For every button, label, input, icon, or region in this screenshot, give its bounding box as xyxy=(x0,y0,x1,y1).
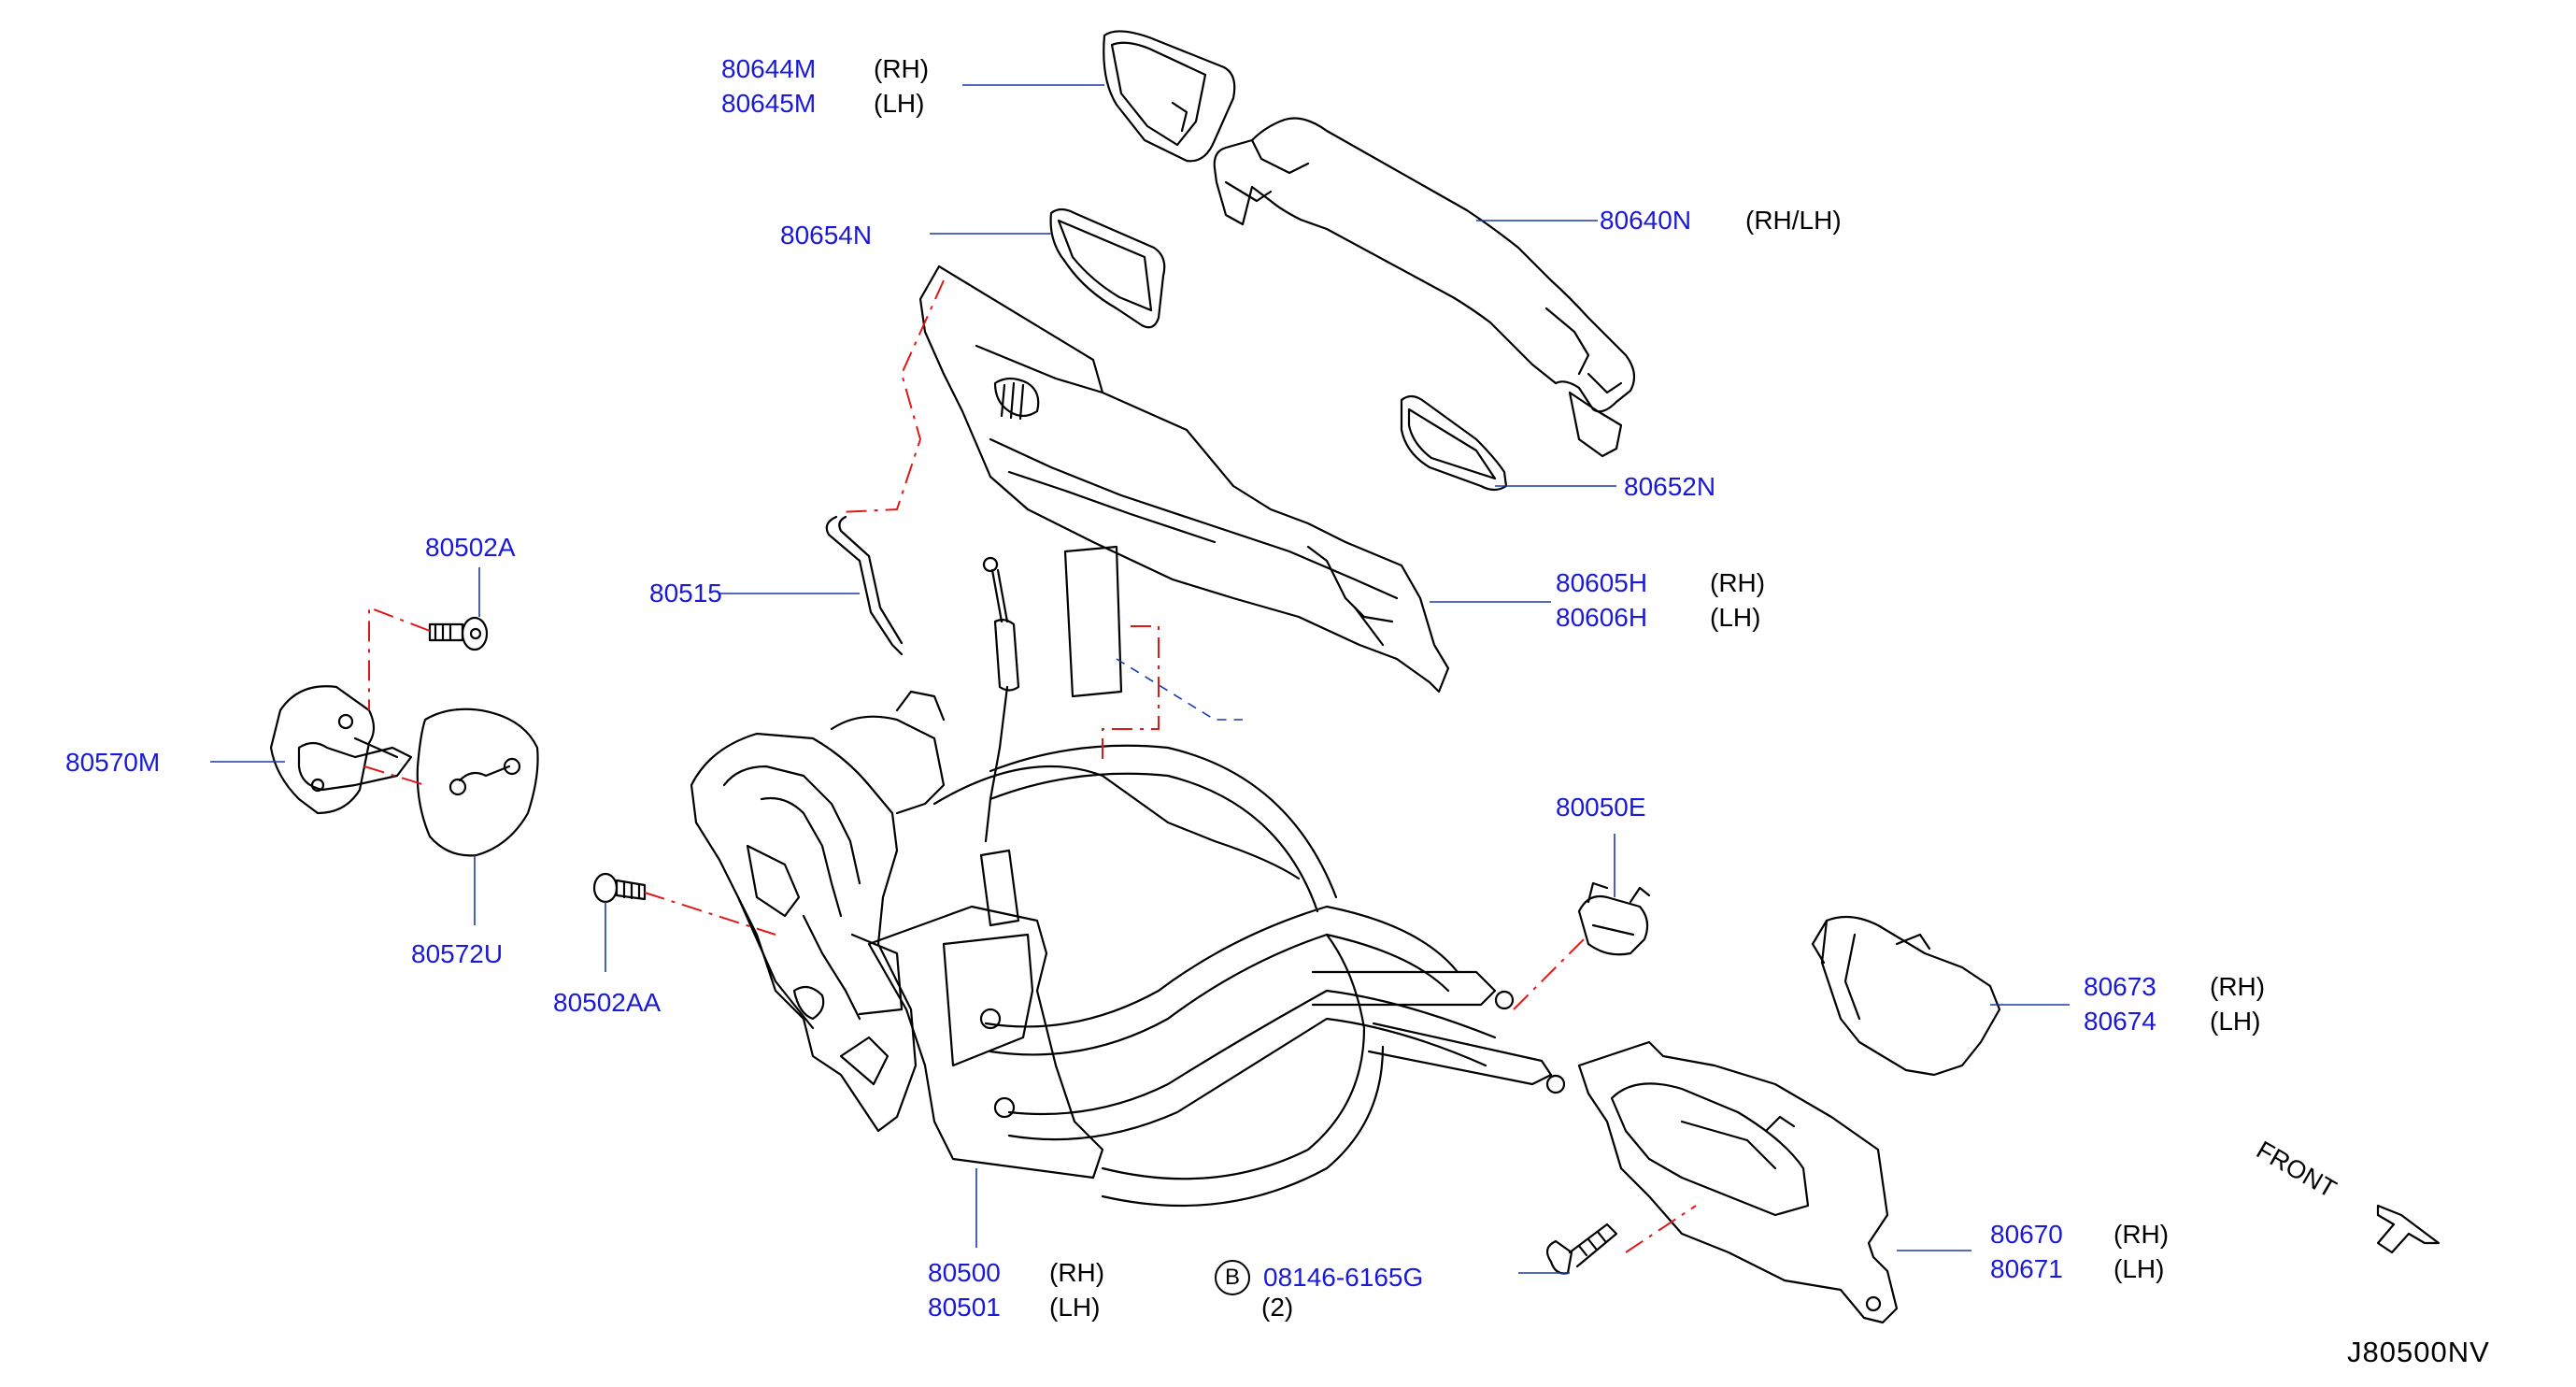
part-label-80640n[interactable]: 80640N xyxy=(1600,206,1692,235)
lock-cables xyxy=(932,744,1566,1208)
part-label-80652n[interactable]: 80652N xyxy=(1624,472,1716,501)
part-label-80502a[interactable]: 80502A xyxy=(425,533,516,562)
bolt-marker-b: B xyxy=(1215,1260,1250,1295)
part-label-80654n[interactable]: 80654N xyxy=(780,221,873,250)
part-label-80501[interactable]: 80501 xyxy=(928,1293,1001,1322)
lock-protector xyxy=(867,849,1104,1180)
lock-screw xyxy=(592,872,647,904)
part-label-80605h[interactable]: 80605H xyxy=(1556,568,1648,597)
part-label-08146-6165g[interactable]: 08146-6165G xyxy=(1263,1263,1424,1292)
qualifier-rh: (RH) xyxy=(1049,1258,1105,1287)
handle-escutcheon-cover xyxy=(1103,30,1236,163)
qualifier-lh: (LH) xyxy=(1049,1293,1101,1322)
part-label-80671[interactable]: 80671 xyxy=(1990,1254,2063,1283)
leader-lines xyxy=(210,84,2070,1274)
assembly-guide-lines xyxy=(363,279,1697,1253)
part-label-80515[interactable]: 80515 xyxy=(649,579,722,608)
inside-handle-bolt xyxy=(1545,1223,1618,1275)
rear-handle-gasket xyxy=(1400,394,1508,492)
outside-door-handle xyxy=(1213,117,1636,458)
striker-screw xyxy=(428,616,489,651)
part-label-80050e[interactable]: 80050E xyxy=(1556,793,1646,822)
outside-handle-bracket xyxy=(918,265,1450,694)
qualifier-rh-lh: (RH/LH) xyxy=(1745,206,1842,235)
front-handle-gasket xyxy=(1049,207,1166,329)
qualifier-rh: (RH) xyxy=(2210,972,2266,1001)
diagram-code: J80500NV xyxy=(2347,1336,2490,1368)
part-label-80645m[interactable]: 80645M xyxy=(721,89,817,118)
part-label-80500[interactable]: 80500 xyxy=(928,1258,1001,1287)
part-label-80606h[interactable]: 80606H xyxy=(1556,603,1648,632)
part-label-80670[interactable]: 80670 xyxy=(1990,1220,2063,1249)
part-label-80644m[interactable]: 80644M xyxy=(721,54,817,83)
qualifier-lh: (LH) xyxy=(2113,1254,2165,1283)
qualifier-rh: (RH) xyxy=(1710,568,1766,597)
part-label-80502aa[interactable]: 80502AA xyxy=(553,988,662,1017)
part-label-80673[interactable]: 80673 xyxy=(2084,972,2156,1001)
inside-handle-escutcheon xyxy=(1811,915,2001,1077)
part-label-80674[interactable]: 80674 xyxy=(2084,1007,2156,1036)
qualifier-lh: (LH) xyxy=(2210,1007,2261,1036)
handle-rod xyxy=(825,515,904,656)
qualifier-lh: (LH) xyxy=(874,89,925,118)
striker-shim xyxy=(416,708,539,857)
qualifier-rh: (RH) xyxy=(874,54,930,83)
inside-cable xyxy=(982,545,1123,843)
bolt-quantity: (2) xyxy=(1261,1293,1294,1322)
qualifier-lh: (LH) xyxy=(1710,603,1761,632)
door-striker xyxy=(269,685,413,815)
part-label-80572u[interactable]: 80572U xyxy=(411,939,504,968)
cable-grommet xyxy=(1577,881,1651,956)
part-label-80570m[interactable]: 80570M xyxy=(65,748,161,777)
front-arrow-icon xyxy=(2376,1204,2441,1254)
inside-door-handle xyxy=(1577,1040,1899,1324)
door-lock-actuator xyxy=(690,690,946,1133)
qualifier-rh: (RH) xyxy=(2113,1220,2170,1249)
